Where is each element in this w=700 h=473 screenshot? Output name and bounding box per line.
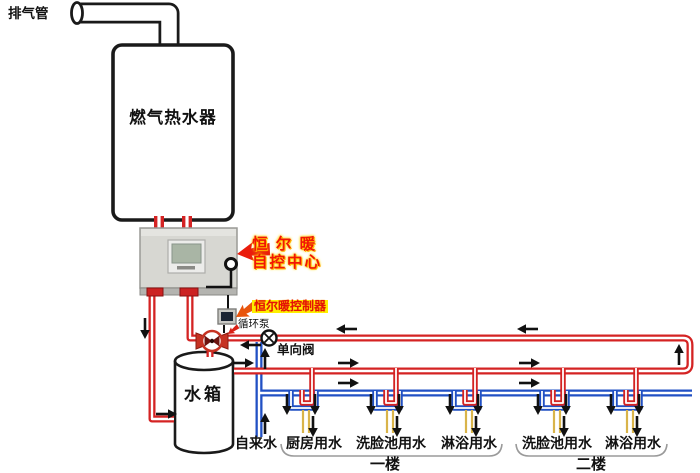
controller-box <box>217 295 237 333</box>
tank-label: 水箱 <box>184 385 224 404</box>
pipe-connector <box>146 287 164 297</box>
floor-braces <box>280 443 668 457</box>
check-valve-icon <box>260 329 278 347</box>
water-tank <box>173 350 235 455</box>
fixture-label-basin-2f: 洗脸池用水 <box>522 435 592 451</box>
tap-water-label: 自来水 <box>235 435 277 451</box>
pump-label: 循环泵 <box>238 318 270 330</box>
check-valve-label: 单向阀 <box>277 343 315 357</box>
pump-icon <box>195 329 229 353</box>
brace-floor2 <box>515 443 668 457</box>
callout-arrow-tiny <box>228 324 240 334</box>
callout-arrow-large <box>237 242 271 262</box>
knob <box>224 257 238 271</box>
fixture-label-basin-1f: 洗脸池用水 <box>356 435 426 451</box>
water-heater-box <box>111 43 235 222</box>
controller-label: 恒尔暖控制器 <box>252 299 329 313</box>
knob-wire <box>206 268 233 289</box>
fixture-label-shower-1f: 淋浴用水 <box>441 435 497 451</box>
pipe-connector <box>179 287 199 297</box>
controller-wire <box>223 295 229 333</box>
lcd-screen <box>171 243 202 264</box>
floor2-label: 二楼 <box>575 456 607 473</box>
heater-label: 燃气热水器 <box>129 109 217 127</box>
fixture-label-shower-2f: 淋浴用水 <box>605 435 661 451</box>
fixture-pipes <box>301 410 635 433</box>
exhaust-pipe-label: 排气管 <box>8 6 49 21</box>
fixture-label-kitchen: 厨房用水 <box>286 435 342 451</box>
button-row <box>177 266 195 270</box>
cold-water-pipes <box>255 342 692 437</box>
control-center-box <box>139 227 238 297</box>
hot-water-pipes <box>148 216 694 423</box>
control-center-label-line2: 自控中心 <box>252 254 323 271</box>
brace-floor1 <box>280 443 503 457</box>
exhaust-pipe <box>70 1 180 52</box>
control-center-label-line1: 恒 尔 暖 <box>252 236 318 253</box>
floor1-label: 一楼 <box>369 456 401 473</box>
